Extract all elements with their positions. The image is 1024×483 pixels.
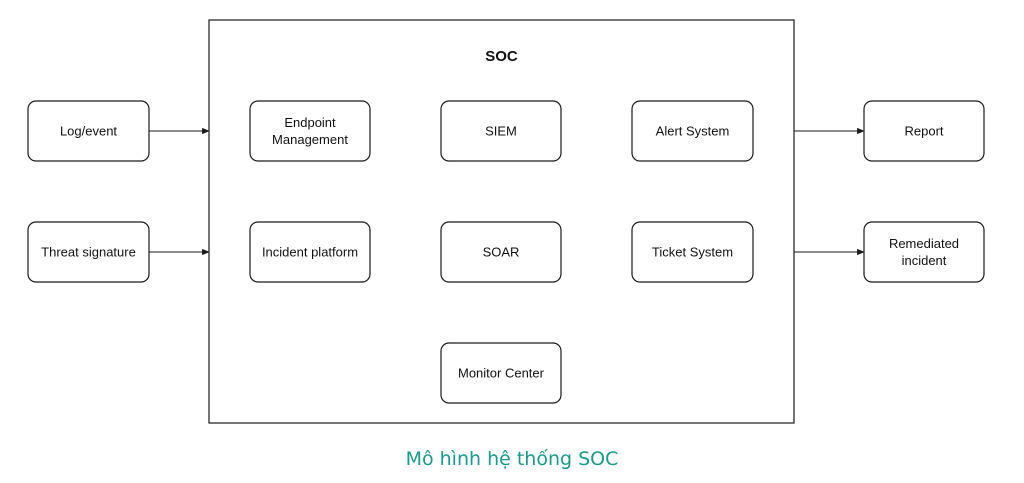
node-soar: SOAR xyxy=(440,221,562,283)
node-box-siem xyxy=(440,100,562,162)
node-label-alert-system: Alert System xyxy=(656,124,730,139)
node-box-report xyxy=(863,100,985,162)
node-label-endpoint-management-line-2: Management xyxy=(272,132,348,147)
node-box-log-event xyxy=(27,100,150,162)
node-label-monitor-center: Monitor Center xyxy=(458,366,545,381)
node-box-threat-signature xyxy=(27,221,150,283)
node-label-remediated-incident-line-2: incident xyxy=(902,253,947,268)
node-box-incident-platform xyxy=(249,221,371,283)
soc-container-title: SOC xyxy=(485,48,518,65)
node-alert-system: Alert System xyxy=(631,100,754,162)
node-label-threat-signature: Threat signature xyxy=(41,245,136,260)
node-threat-signature: Threat signature xyxy=(27,221,150,283)
diagram-caption: Mô hình hệ thống SOC xyxy=(405,448,619,470)
node-monitor-center: Monitor Center xyxy=(440,342,562,404)
node-box-ticket-system xyxy=(631,221,754,283)
node-label-endpoint-management-line-1: Endpoint xyxy=(284,115,336,130)
node-box-remediated-incident xyxy=(863,221,985,283)
node-ticket-system: Ticket System xyxy=(631,221,754,283)
node-box-endpoint-management xyxy=(249,100,371,162)
node-label-report: Report xyxy=(904,124,943,139)
node-remediated-incident: Remediated incident xyxy=(863,221,985,283)
node-label-soar: SOAR xyxy=(483,245,520,260)
node-log-event: Log/event xyxy=(27,100,150,162)
node-box-monitor-center xyxy=(440,342,562,404)
node-incident-platform: Incident platform xyxy=(249,221,371,283)
node-box-alert-system xyxy=(631,100,754,162)
node-label-remediated-incident-line-1: Remediated xyxy=(889,236,959,251)
node-label-siem: SIEM xyxy=(485,124,517,139)
node-label-log-event: Log/event xyxy=(60,124,117,139)
node-box-soar xyxy=(440,221,562,283)
node-label-ticket-system: Ticket System xyxy=(652,245,733,260)
node-siem: SIEM xyxy=(440,100,562,162)
node-report: Report xyxy=(863,100,985,162)
node-label-incident-platform: Incident platform xyxy=(262,245,358,260)
